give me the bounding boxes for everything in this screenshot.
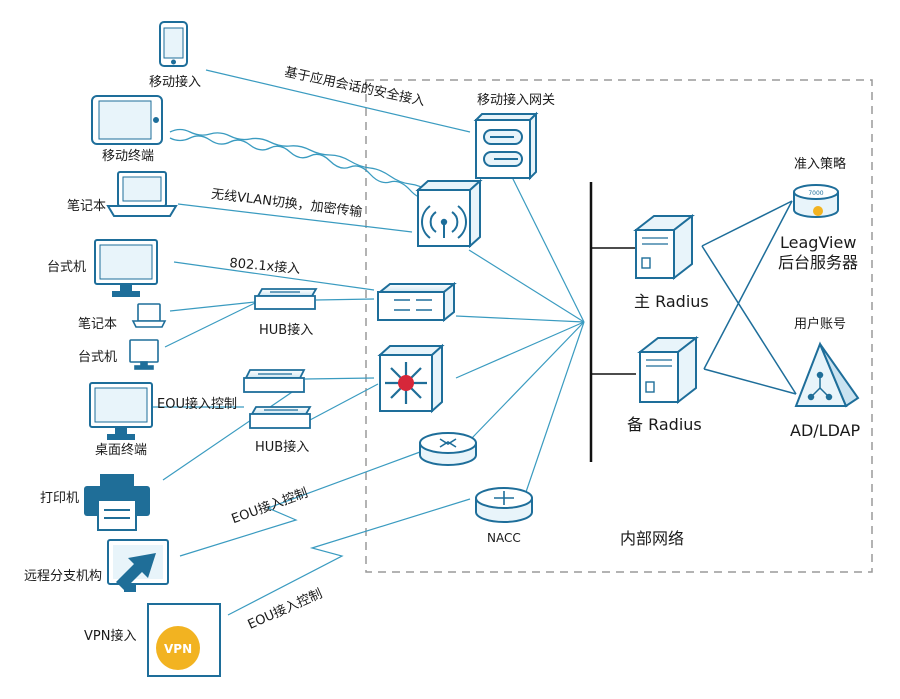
layer2-switch-icon bbox=[377, 281, 457, 323]
desktop-monitor-icon bbox=[94, 239, 158, 297]
desktop2-label: 台式机 bbox=[78, 350, 118, 365]
hub2-label: HUB接入 bbox=[255, 440, 310, 455]
desktop1-label: 台式机 bbox=[47, 260, 87, 275]
laptop1-label: 笔记本 bbox=[67, 199, 107, 214]
user-account-label: 用户账号 bbox=[794, 317, 847, 332]
desktop-small-icon bbox=[129, 339, 159, 370]
nacc-device-icon bbox=[475, 487, 533, 523]
printer-label: 打印机 bbox=[40, 491, 80, 506]
laptop-small-icon bbox=[131, 303, 167, 328]
nacc-label: NACC bbox=[487, 531, 521, 545]
vpn-box-icon bbox=[147, 603, 221, 677]
backup-radius-label: 备 Radius bbox=[627, 415, 702, 434]
edge-links bbox=[152, 69, 471, 616]
hub-switch-icon-2 bbox=[243, 369, 312, 429]
laptop-icon bbox=[106, 171, 178, 217]
mobile-access-label: 移动接入 bbox=[148, 75, 202, 90]
vpn-badge: VPN bbox=[164, 642, 193, 656]
fan-links bbox=[455, 176, 585, 493]
policy-title-label: 准入策略 bbox=[794, 157, 847, 172]
radius-cross-links bbox=[701, 200, 797, 395]
remote-branch-label: 远程分支机构 bbox=[24, 569, 103, 584]
router-icon bbox=[419, 432, 477, 466]
leagview-label: LeagView bbox=[780, 233, 857, 252]
desk-terminal-icon bbox=[89, 382, 153, 440]
hub-switch-icon-1 bbox=[254, 288, 318, 310]
mobile-gateway-label: 移动接入网关 bbox=[477, 93, 556, 108]
vpn-access-label: VPN接入 bbox=[84, 629, 137, 644]
wireless-access-point-icon bbox=[415, 178, 483, 249]
printer-icon bbox=[84, 474, 150, 531]
eou-control-label-1: EOU接入控制 bbox=[157, 397, 237, 412]
desk-terminal-label: 桌面终端 bbox=[94, 443, 148, 458]
mobile-gateway-icon bbox=[473, 111, 539, 181]
backup-radius-server-icon bbox=[637, 335, 699, 405]
mobile-phone-icon bbox=[159, 21, 188, 67]
ad-ldap-icon bbox=[794, 341, 860, 408]
primary-radius-server-icon bbox=[633, 213, 695, 281]
laptop2-label: 笔记本 bbox=[78, 317, 118, 332]
policy-database-icon bbox=[793, 184, 839, 218]
policy-database-number: 7000 bbox=[808, 190, 823, 197]
remote-branch-icon bbox=[107, 539, 169, 592]
internal-network-label: 内部网络 bbox=[620, 529, 685, 548]
hub1-label: HUB接入 bbox=[259, 323, 314, 338]
primary-radius-label: 主 Radius bbox=[634, 292, 709, 311]
backend-server-label: 后台服务器 bbox=[778, 253, 859, 272]
internal-network-boundary bbox=[365, 79, 873, 573]
core-switch-icon bbox=[377, 343, 445, 414]
mobile-terminal-label: 移动终端 bbox=[101, 149, 155, 164]
ad-ldap-label: AD/LDAP bbox=[790, 421, 861, 440]
tablet-icon bbox=[91, 95, 163, 145]
wireless-wave bbox=[169, 128, 431, 200]
